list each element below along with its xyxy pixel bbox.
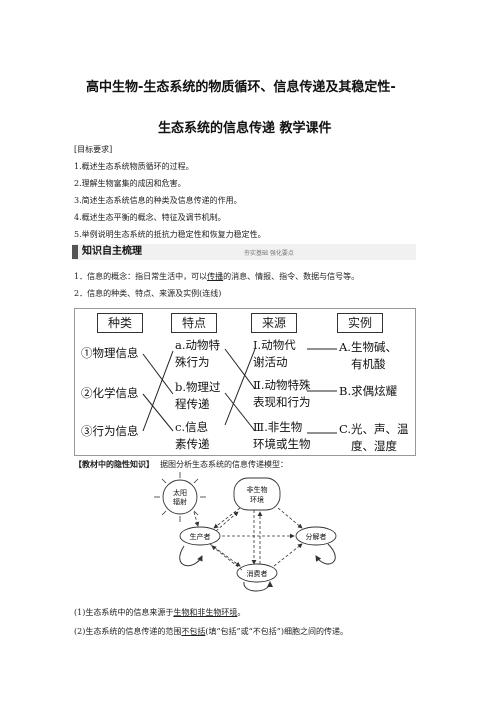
hidden-knowledge-text: 据图分析生态系统的信息传递模型： [160,460,288,469]
producer-label: 生产者 [190,532,211,541]
banner-accent-bar [72,245,78,259]
answer-2-underlined: 不包括 [181,627,206,636]
point-1-suffix: 的消息、情报、指令、数据与信号等。 [223,272,360,281]
goal-item-1: 1.概述生态系统物质循环的过程。 [74,162,194,171]
sun-node [162,479,198,515]
source-3-line1: Ⅲ.非生物 [253,420,303,434]
answer-2-prefix: (2)生态系统的信息传递的范围 [74,627,182,636]
goal-item-4: 4.概述生态平衡的概念、特征及调节机制。 [74,213,226,222]
line-feature-b-source3 [224,392,256,432]
source-1-line1: Ⅰ.动物代 [253,338,296,352]
sun-label-1: 太阳 [173,488,187,497]
line-feature-c-source1 [224,348,256,426]
abiotic-label-2: 环境 [250,495,264,504]
answer-2-suffix: (填“包括”或“不包括”)细胞之间的传递。 [205,627,348,636]
source-1-line2: 谢活动 [253,355,288,369]
source-2-line1: Ⅱ.动物特殊 [253,378,311,392]
answer-1-suffix: 。 [237,608,246,617]
goal-item-3: 3.简述生态系统信息的种类及信息传递的作用。 [74,196,242,205]
sun-label-2: 辐射 [173,497,187,506]
header-source: 来源 [251,313,297,333]
point-1-underlined: 传播 [207,272,224,281]
point-1: 1．信息的概念：指日常生活中，可以传播的消息、情报、指令、数据与信号等。 [74,268,359,285]
hidden-knowledge: 【教材中的隐性知识】据图分析生态系统的信息传递模型： [74,456,288,473]
feature-c-line1: c.信息 [175,420,209,434]
header-example: 实例 [337,313,383,333]
sun-rays [154,472,206,522]
matching-lines [142,348,337,434]
decomposer-node [295,526,337,546]
feature-b-line2: 程传递 [175,397,210,411]
abiotic-node [233,477,281,511]
kind-3: ③行为信息 [81,424,139,438]
line-kind3-feature-a [142,350,174,432]
line-kind2-feature-c [142,393,174,432]
banner-title: 知识自主梳理 [82,246,142,257]
producer-node [179,526,221,546]
abiotic-label-1: 非生物 [247,485,268,494]
feature-a-line2: 殊行为 [175,355,210,369]
example-c-line1: C.光、声、温 [339,422,409,436]
hidden-knowledge-tag: 【教材中的隐性知识】 [74,459,154,469]
kind-1: ①物理信息 [81,346,139,360]
goal-item-2: 2.理解生物富集的成因和危害。 [74,179,186,188]
point-1-prefix: 1．信息的概念：指日常生活中，可以 [74,272,208,281]
section-banner [72,244,416,260]
page-title-line2: 生态系统的信息传递 教学课件 [158,121,332,136]
answer-1: (1)生态系统中的信息来源于生物和非生物环境。 [74,604,245,621]
header-feature: 特点 [171,313,217,333]
self-loop-arrows [179,543,336,592]
consumer-node [236,563,278,583]
page-title-line1: 高中生物-生态系统的物质循环、信息传递及其稳定性- [86,80,396,95]
source-3-line2: 环境或生物 [253,437,311,451]
goal-item-5: 5.举例说明生态系统的抵抗力稳定性和恢复力稳定性。 [74,230,266,239]
kind-2: ②化学信息 [81,386,139,400]
feature-b-line1: b.物理过 [175,380,221,394]
banner-subtitle: 夯实基础 强化要点 [244,250,294,257]
point-2: 2．信息的种类、特点、来源及实例(连线) [74,289,222,298]
header-kind: 种类 [97,313,143,333]
info-arrows [193,507,303,571]
line-feature-a-source2 [224,348,256,390]
example-b: B.求偶炫耀 [339,384,398,398]
source-2-line2: 表现和行为 [253,395,311,409]
decomposer-label: 分解者 [306,532,327,541]
feature-a-line1: a.动物特 [175,338,221,352]
line-kind1-feature-b [142,353,174,395]
example-c-line2: 度、湿度 [351,439,397,453]
example-a-line2: 有机酸 [351,357,386,371]
information-model-diagram: 太阳 辐射 非生物 环境 生产者 分解者 消费者 [154,472,337,592]
answer-1-prefix: (1)生态系统中的信息来源于 [74,608,174,617]
goals-heading: [目标要求] [74,145,113,154]
example-a-line1: A.生物碱、 [339,340,397,354]
matching-diagram: 种类 特点 来源 实例 ①物理信息 ②化学信息 ③行为信息 a.动物特 殊行为 … [74,308,416,456]
answer-2: (2)生态系统的信息传递的范围不包括(填“包括”或“不包括”)细胞之间的传递。 [74,623,348,640]
feature-c-line2: 素传递 [175,437,210,451]
answer-1-underlined: 生物和非生物环境 [173,608,238,617]
consumer-label: 消费者 [247,569,268,578]
